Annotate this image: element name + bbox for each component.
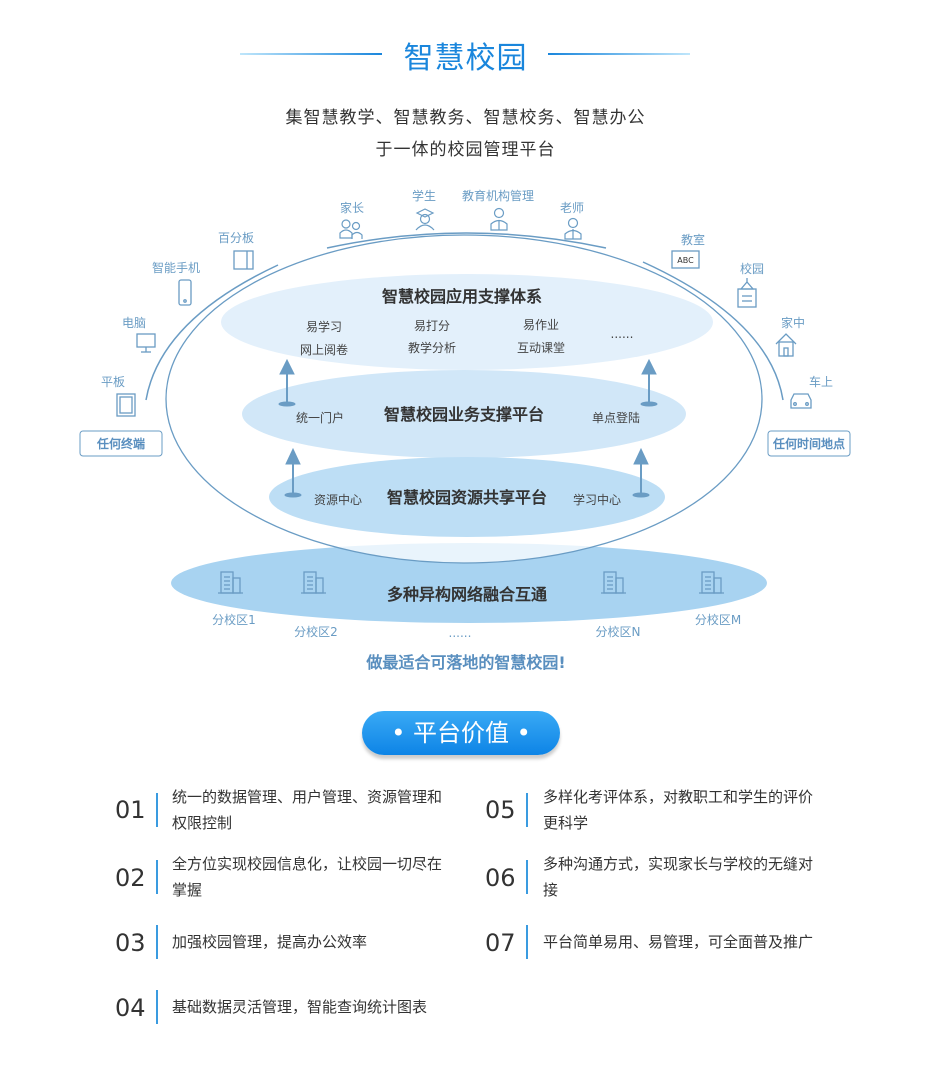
campus-label: 分校区M bbox=[695, 612, 741, 627]
left-arc bbox=[145, 264, 279, 401]
role-label: 老师 bbox=[560, 201, 584, 215]
resource-layer-ellipse bbox=[269, 457, 665, 537]
value-text: 基础数据灵活管理，智能查询统计图表 bbox=[172, 998, 428, 1016]
slogan: 做最适合可落地的智慧校园! bbox=[365, 653, 565, 672]
tablet-icon bbox=[116, 393, 136, 417]
building-icon bbox=[601, 571, 626, 594]
arrow-up-icon bbox=[278, 358, 296, 407]
business-layer-ellipse bbox=[242, 370, 686, 458]
arrow-up-icon bbox=[632, 447, 650, 498]
campus-icon bbox=[737, 278, 757, 308]
app-item: 易学习 bbox=[306, 319, 342, 334]
campus-label: 分校区N bbox=[596, 624, 641, 639]
divider bbox=[156, 860, 158, 894]
app-item: 互动课堂 bbox=[517, 341, 565, 355]
right-arc bbox=[642, 261, 784, 401]
place-label: 家中 bbox=[781, 315, 805, 330]
divider bbox=[526, 793, 528, 827]
left-badge: 任何终端 bbox=[79, 430, 163, 457]
divider bbox=[526, 925, 528, 959]
parents-icon bbox=[339, 219, 363, 239]
terminal-label: 电脑 bbox=[122, 316, 146, 330]
resource-right-label: 学习中心 bbox=[573, 492, 621, 507]
app-item: ...... bbox=[611, 327, 634, 341]
value-text: 加强校园管理，提高办公效率 bbox=[172, 933, 368, 951]
page-title: 智慧校园 bbox=[403, 41, 528, 76]
value-number: 02 bbox=[115, 864, 146, 892]
campus-label: ...... bbox=[449, 626, 472, 640]
place-label: 车上 bbox=[809, 374, 833, 389]
role-label: 家长 bbox=[340, 200, 364, 215]
value-text: 多种沟通方式，实现家长与学校的无缝对接 bbox=[543, 855, 814, 899]
value-number: 07 bbox=[485, 929, 516, 957]
value-text: 多样化考评体系，对教职工和学生的评价更科学 bbox=[543, 788, 814, 832]
whiteboard-icon bbox=[233, 250, 254, 270]
administrator-icon bbox=[490, 207, 508, 231]
app-item: 易作业 bbox=[523, 318, 559, 332]
arrow-up-icon bbox=[640, 358, 658, 407]
smartphone-icon bbox=[178, 279, 192, 306]
terminal-label: 平板 bbox=[101, 375, 125, 389]
business-left-label: 统一门户 bbox=[296, 410, 344, 425]
divider bbox=[156, 793, 158, 827]
app-item: 易打分 bbox=[414, 319, 450, 333]
value-number: 05 bbox=[485, 796, 516, 824]
divider bbox=[156, 925, 158, 959]
resource-left-label: 资源中心 bbox=[314, 492, 362, 507]
value-text: 平台简单易用、易管理，可全面普及推广 bbox=[543, 933, 814, 951]
classroom-sign: ABC bbox=[677, 256, 694, 265]
divider bbox=[156, 990, 158, 1024]
title-line-left bbox=[240, 53, 382, 55]
network-layer-ellipse bbox=[171, 543, 767, 623]
title-line-right bbox=[548, 53, 690, 55]
building-icon bbox=[301, 571, 326, 594]
car-icon bbox=[790, 393, 812, 409]
home-icon bbox=[775, 333, 797, 357]
right-badge-label: 任何时间地点 bbox=[772, 436, 845, 451]
campus-label: 分校区1 bbox=[212, 612, 256, 627]
right-badge: 任何时间地点 bbox=[767, 430, 851, 457]
value-text: 统一的数据管理、用户管理、资源管理和权限控制 bbox=[172, 788, 443, 832]
role-label: 学生 bbox=[412, 188, 436, 203]
computer-icon bbox=[136, 333, 156, 353]
value-number: 06 bbox=[485, 864, 516, 892]
architecture-diagram: 智慧校园应用支撑体系 易学习 易打分 易作业 网上阅卷 教学分析 互动课堂 ..… bbox=[79, 188, 851, 672]
role-label: 教育机构管理 bbox=[462, 188, 534, 203]
left-badge-label: 任何终端 bbox=[96, 436, 145, 451]
building-icon bbox=[218, 571, 243, 594]
platform-value-button[interactable]: • 平台价值 • bbox=[362, 711, 560, 755]
teacher-icon bbox=[564, 217, 582, 240]
arrows bbox=[278, 358, 658, 498]
value-number: 04 bbox=[115, 994, 146, 1022]
classroom-icon: ABC bbox=[671, 250, 700, 269]
value-number: 01 bbox=[115, 796, 146, 824]
terminal-label: 百分板 bbox=[218, 231, 254, 245]
app-layer-title: 智慧校园应用支撑体系 bbox=[382, 287, 542, 306]
subtitle-line1: 集智慧教学、智慧教务、智慧校务、智慧办公 bbox=[285, 108, 646, 128]
place-label: 教室 bbox=[681, 232, 705, 247]
arrow-up-icon bbox=[284, 447, 302, 498]
app-layer-ellipse bbox=[221, 274, 713, 370]
subtitle-line2: 于一体的校园管理平台 bbox=[375, 140, 556, 160]
network-layer-title: 多种异构网络融合互通 bbox=[387, 585, 547, 604]
campus-label: 分校区2 bbox=[294, 624, 338, 639]
value-number: 03 bbox=[115, 929, 146, 957]
business-right-label: 单点登陆 bbox=[592, 410, 640, 425]
student-icon bbox=[415, 208, 435, 231]
divider bbox=[526, 860, 528, 894]
resource-layer-title: 智慧校园资源共享平台 bbox=[387, 488, 547, 507]
value-text: 全方位实现校园信息化，让校园一切尽在掌握 bbox=[172, 855, 443, 899]
app-item: 网上阅卷 bbox=[300, 342, 348, 357]
place-label: 校园 bbox=[740, 261, 764, 276]
top-arc bbox=[326, 232, 607, 249]
app-item: 教学分析 bbox=[408, 340, 456, 355]
building-icon bbox=[699, 571, 724, 594]
business-layer-title: 智慧校园业务支撑平台 bbox=[384, 405, 544, 424]
terminal-label: 智能手机 bbox=[152, 260, 200, 275]
